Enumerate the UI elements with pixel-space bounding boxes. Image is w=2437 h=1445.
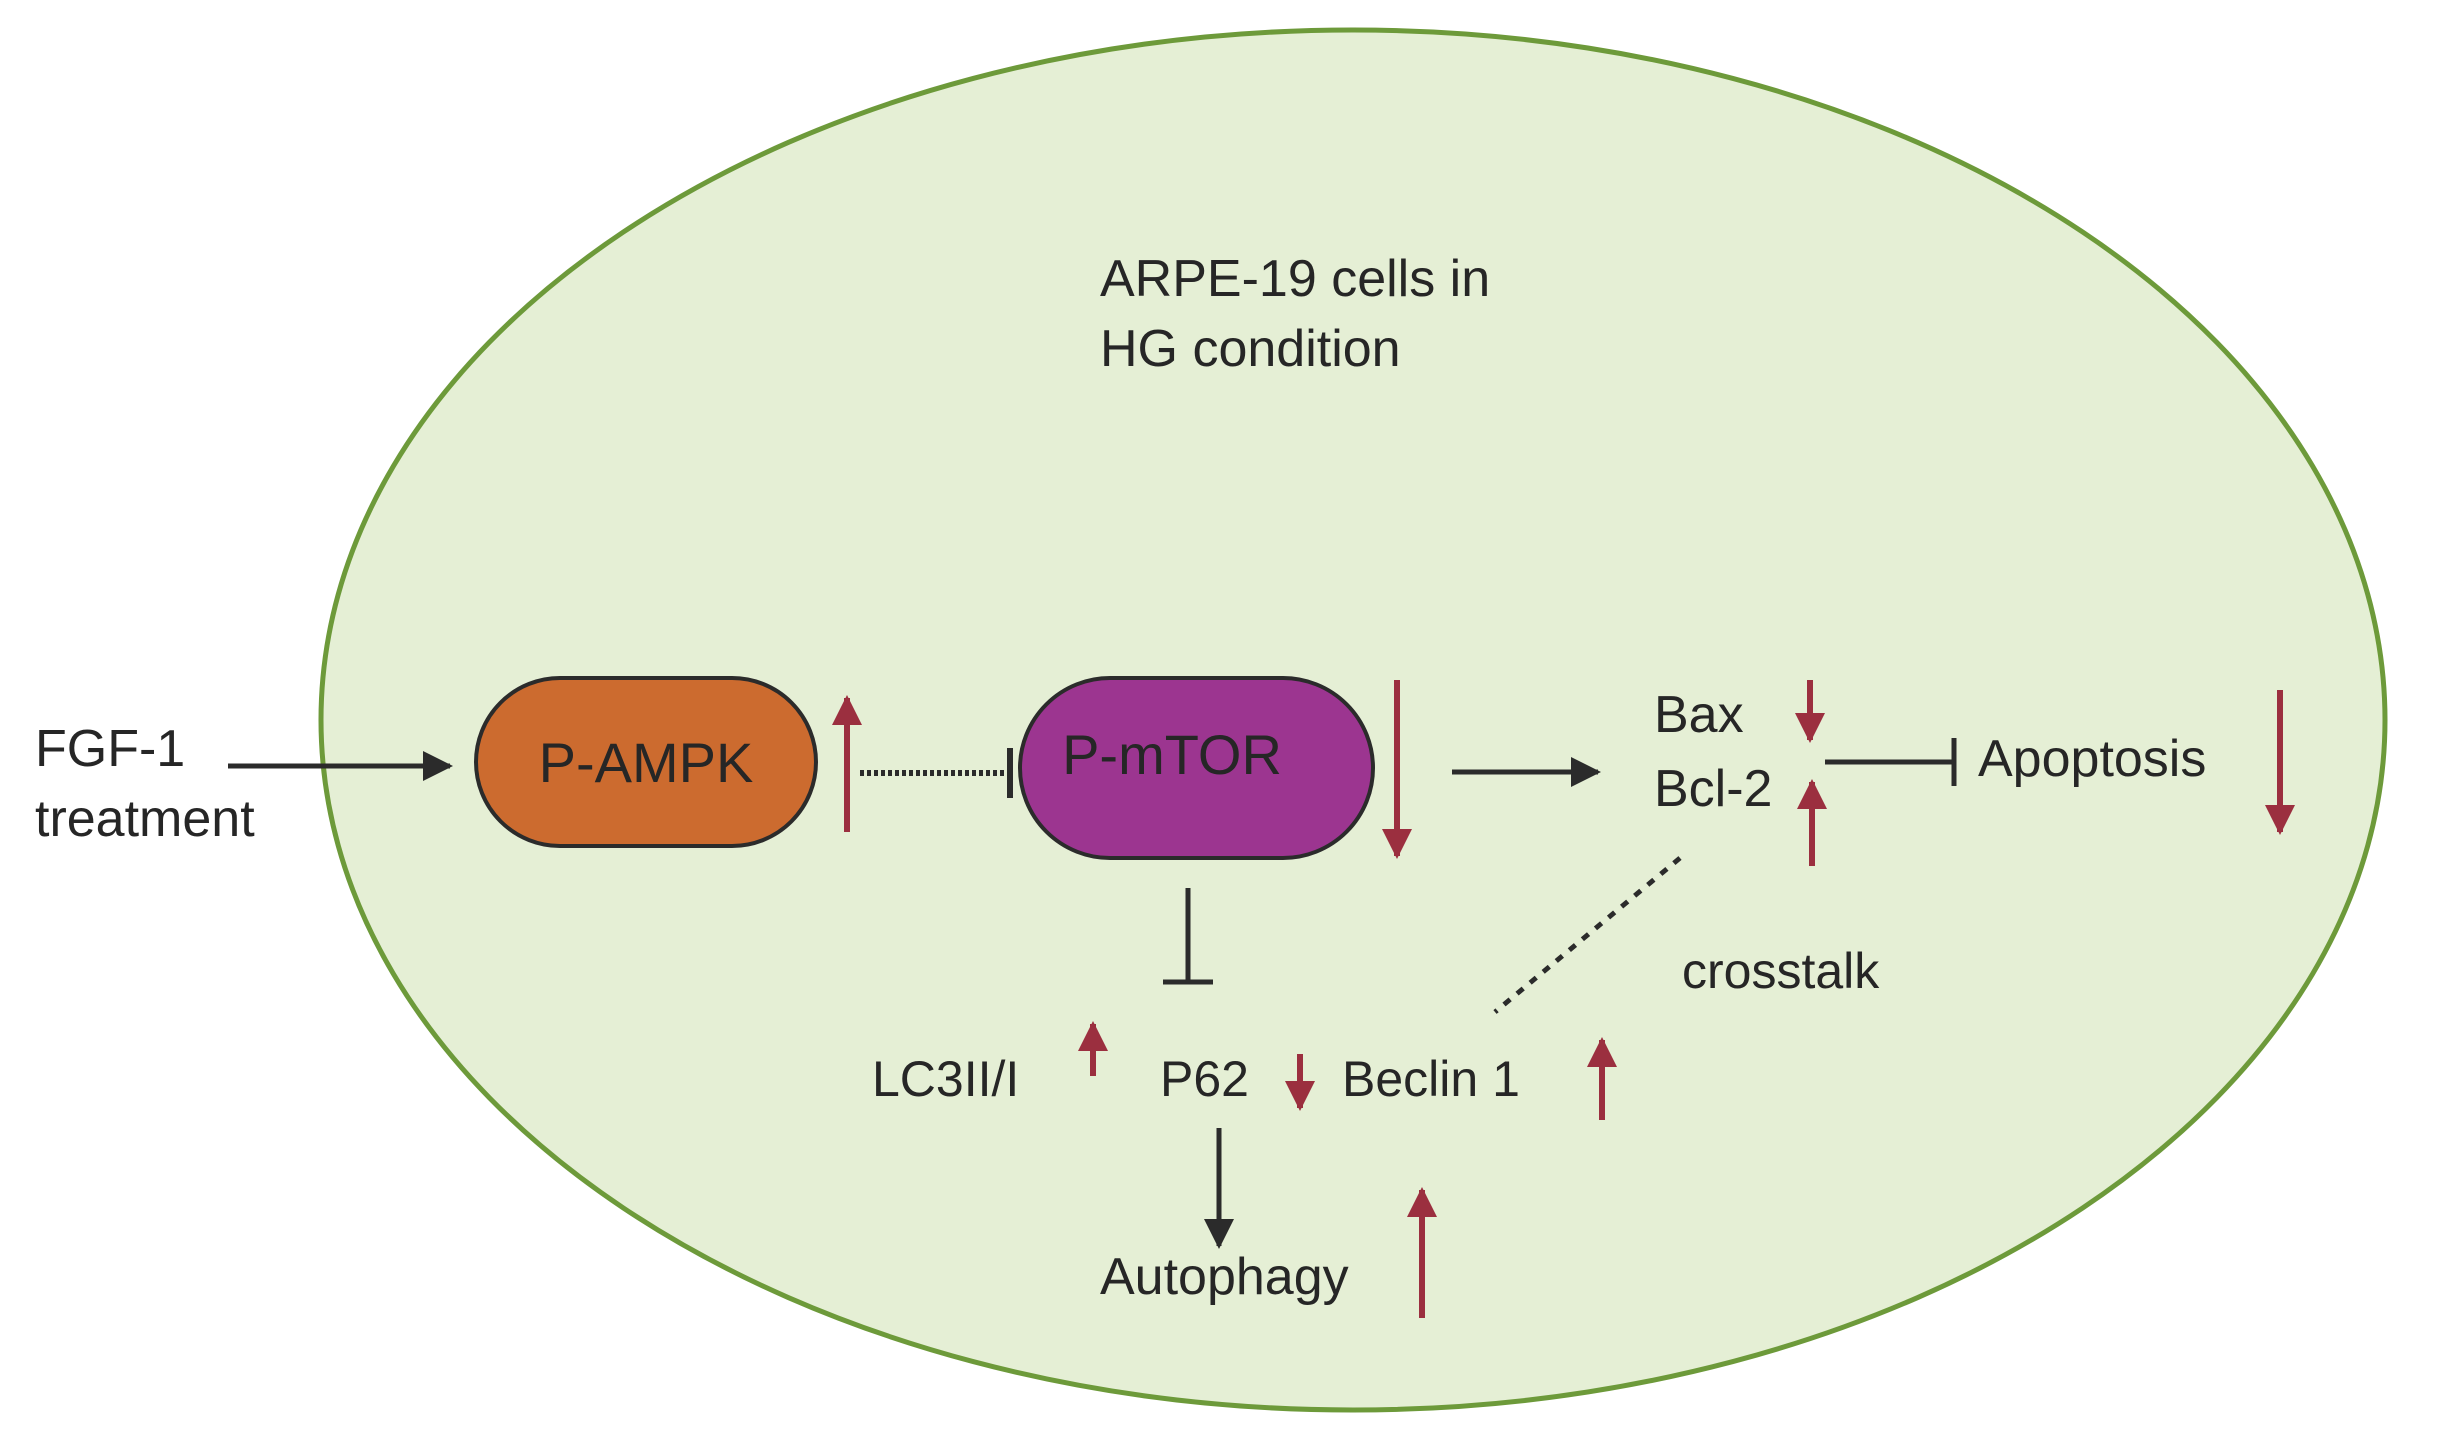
- marker-lc3-label: LC3II/I: [872, 1051, 1019, 1107]
- autophagy-label: Autophagy: [1100, 1248, 1349, 1306]
- ampk-node: [474, 676, 818, 848]
- cell-title-line-1: ARPE-19 cells in: [1100, 250, 1490, 308]
- ampk-label: P-AMPK: [539, 731, 754, 794]
- marker-p62-label: P62: [1160, 1051, 1249, 1107]
- mtor-label: P-mTOR: [1062, 723, 1282, 786]
- stimulus-label: FGF-1 treatment: [35, 720, 255, 848]
- stimulus-line-1: FGF-1: [35, 720, 185, 778]
- cell-title-line-2: HG condition: [1100, 320, 1401, 378]
- cell-title: ARPE-19 cells in HG condition: [1100, 250, 1505, 378]
- marker-beclin-label: Beclin 1: [1342, 1051, 1520, 1107]
- bcl2-label: Bcl-2: [1654, 760, 1772, 818]
- apoptosis-label: Apoptosis: [1978, 730, 2206, 788]
- stimulus-line-2: treatment: [35, 790, 255, 848]
- mtor-node: [1018, 676, 1375, 860]
- bax-label: Bax: [1654, 686, 1744, 744]
- crosstalk-label: crosstalk: [1682, 943, 1880, 999]
- crosstalk-line: [1493, 856, 1682, 1014]
